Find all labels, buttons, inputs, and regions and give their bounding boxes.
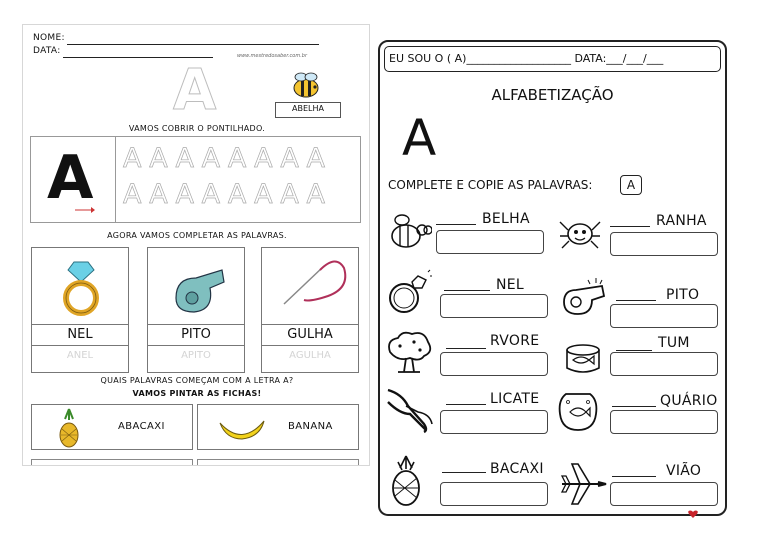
answer-box[interactable] (610, 304, 718, 328)
name-line (67, 44, 319, 45)
answer-box[interactable] (610, 410, 718, 434)
tuna-can-icon (566, 344, 600, 373)
question-line: VAMOS PINTAR AS FICHAS! (132, 389, 262, 398)
aquarium-icon (558, 393, 598, 431)
word-suffix: RANHA (656, 213, 707, 229)
word-card: GULHA AGULHA (261, 247, 359, 373)
blank-line (446, 348, 486, 349)
ring-icon (63, 261, 99, 316)
card-word: PITO (148, 324, 244, 346)
answer-box[interactable] (610, 482, 718, 506)
blank-line (444, 290, 490, 291)
answer-box[interactable] (436, 230, 544, 254)
pliers-icon (387, 388, 433, 434)
trace-instruction: VAMOS COBRIR O PONTILHADO. (128, 124, 266, 133)
arrow-icon (75, 207, 95, 213)
fruit-card-partial (31, 459, 193, 465)
blank-line (616, 300, 656, 301)
heart-icon (688, 510, 698, 518)
outline-letter: A (172, 58, 217, 123)
card-ghost-word: APITO (181, 350, 211, 361)
airplane-icon (560, 463, 607, 505)
pineapple-icon (392, 455, 420, 506)
bee-icon (293, 72, 319, 98)
answer-box[interactable] (440, 352, 548, 376)
word-suffix: LICATE (490, 391, 540, 407)
blank-line (612, 406, 656, 407)
trace-row: AAAAAAAA (123, 143, 333, 174)
word-suffix: BACAXI (490, 461, 544, 477)
blank-line (446, 404, 486, 405)
card-ghost-word: AGULHA (289, 350, 331, 361)
answer-box[interactable] (440, 294, 548, 318)
name-date-header: EU SOU O ( A)___________________ DATA:__… (384, 46, 721, 72)
fruit-name: ABACAXI (118, 421, 165, 432)
word-suffix: TUM (658, 335, 690, 351)
answer-box[interactable] (610, 232, 718, 256)
fruit-name: BANANA (288, 421, 333, 432)
question-line: QUAIS PALAVRAS COMEÇAM COM A LETRA A? (100, 376, 294, 385)
banana-icon (219, 420, 265, 440)
worksheet-title: ALFABETIZAÇÃO (491, 86, 614, 104)
ring-icon (389, 269, 432, 313)
word-card: NEL ANEL (31, 247, 129, 373)
tree-icon (388, 331, 432, 373)
date-label: DATA: (33, 46, 61, 56)
blank-line (616, 350, 652, 351)
card-ghost-word: ANEL (66, 350, 94, 361)
answer-box[interactable] (610, 352, 718, 376)
fruit-card: BANANA (197, 404, 359, 450)
complete-instruction: AGORA VAMOS COMPLETAR AS PALAVRAS. (107, 231, 287, 240)
blank-line (442, 472, 486, 473)
word-suffix: RVORE (490, 333, 540, 349)
answer-box[interactable] (440, 482, 548, 506)
answer-box[interactable] (440, 410, 548, 434)
word-suffix: VIÃO (666, 463, 702, 479)
name-label: NOME: (33, 33, 65, 43)
trace-frame: A AAAAAAAA AAAAAAAA (30, 136, 361, 223)
word-suffix: QUÁRIO (660, 393, 718, 409)
whistle-icon (563, 278, 606, 315)
blank-line (436, 224, 476, 225)
blank-line (612, 476, 656, 477)
word-label-box: ABELHA (275, 102, 341, 118)
card-word: NEL (32, 324, 128, 346)
word-suffix: BELHA (482, 211, 530, 227)
trace-row: AAAAAAAA (123, 179, 333, 210)
trace-divider (115, 137, 116, 222)
site-url: www.mestredosaber.com.br (237, 53, 308, 59)
word-suffix: PITO (666, 287, 700, 303)
blank-line (610, 226, 650, 227)
spider-icon (559, 221, 601, 249)
left-worksheet: NOME: DATA: www.mestredosaber.com.br A A… (22, 24, 370, 466)
needle-icon (283, 260, 347, 305)
instruction: COMPLETE E COPIE AS PALAVRAS: (388, 178, 593, 192)
right-worksheet: EU SOU O ( A)___________________ DATA:__… (378, 40, 727, 516)
fruit-card-partial (197, 459, 359, 465)
instruction-letter-box: A (620, 175, 642, 195)
card-word: GULHA (262, 324, 358, 346)
fruit-card: ABACAXI (31, 404, 193, 450)
word-card: PITO APITO (147, 247, 245, 373)
model-letter: A (47, 143, 94, 213)
whistle-icon (175, 269, 225, 313)
pineapple-icon (59, 408, 79, 448)
bee-icon (391, 214, 432, 248)
big-letter: A (402, 109, 437, 167)
date-line (63, 57, 213, 58)
word-suffix: NEL (496, 277, 525, 293)
